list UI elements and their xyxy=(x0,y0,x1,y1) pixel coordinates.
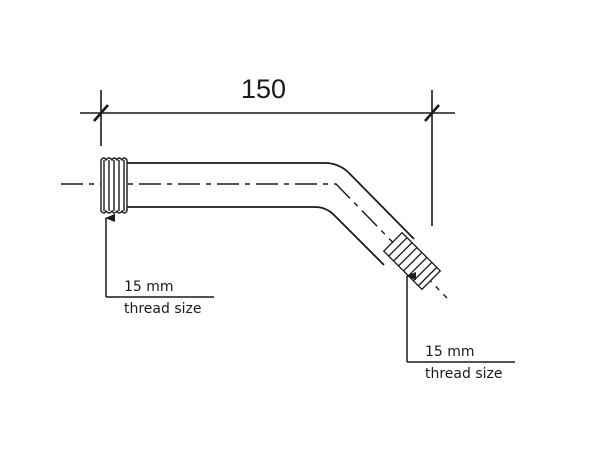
dimension-label: 150 xyxy=(241,74,287,104)
inlet-thread xyxy=(100,157,128,214)
inlet-thread-label: thread size xyxy=(124,301,202,317)
inlet-thread-size: 15 mm xyxy=(124,279,174,295)
pipe-body xyxy=(127,162,415,266)
outlet-thread-size: 15 mm xyxy=(425,344,475,360)
dimension-line-150 xyxy=(80,90,455,226)
leader-inlet xyxy=(105,214,214,298)
outlet-thread-label: thread size xyxy=(425,366,503,382)
leader-outlet xyxy=(406,272,515,363)
